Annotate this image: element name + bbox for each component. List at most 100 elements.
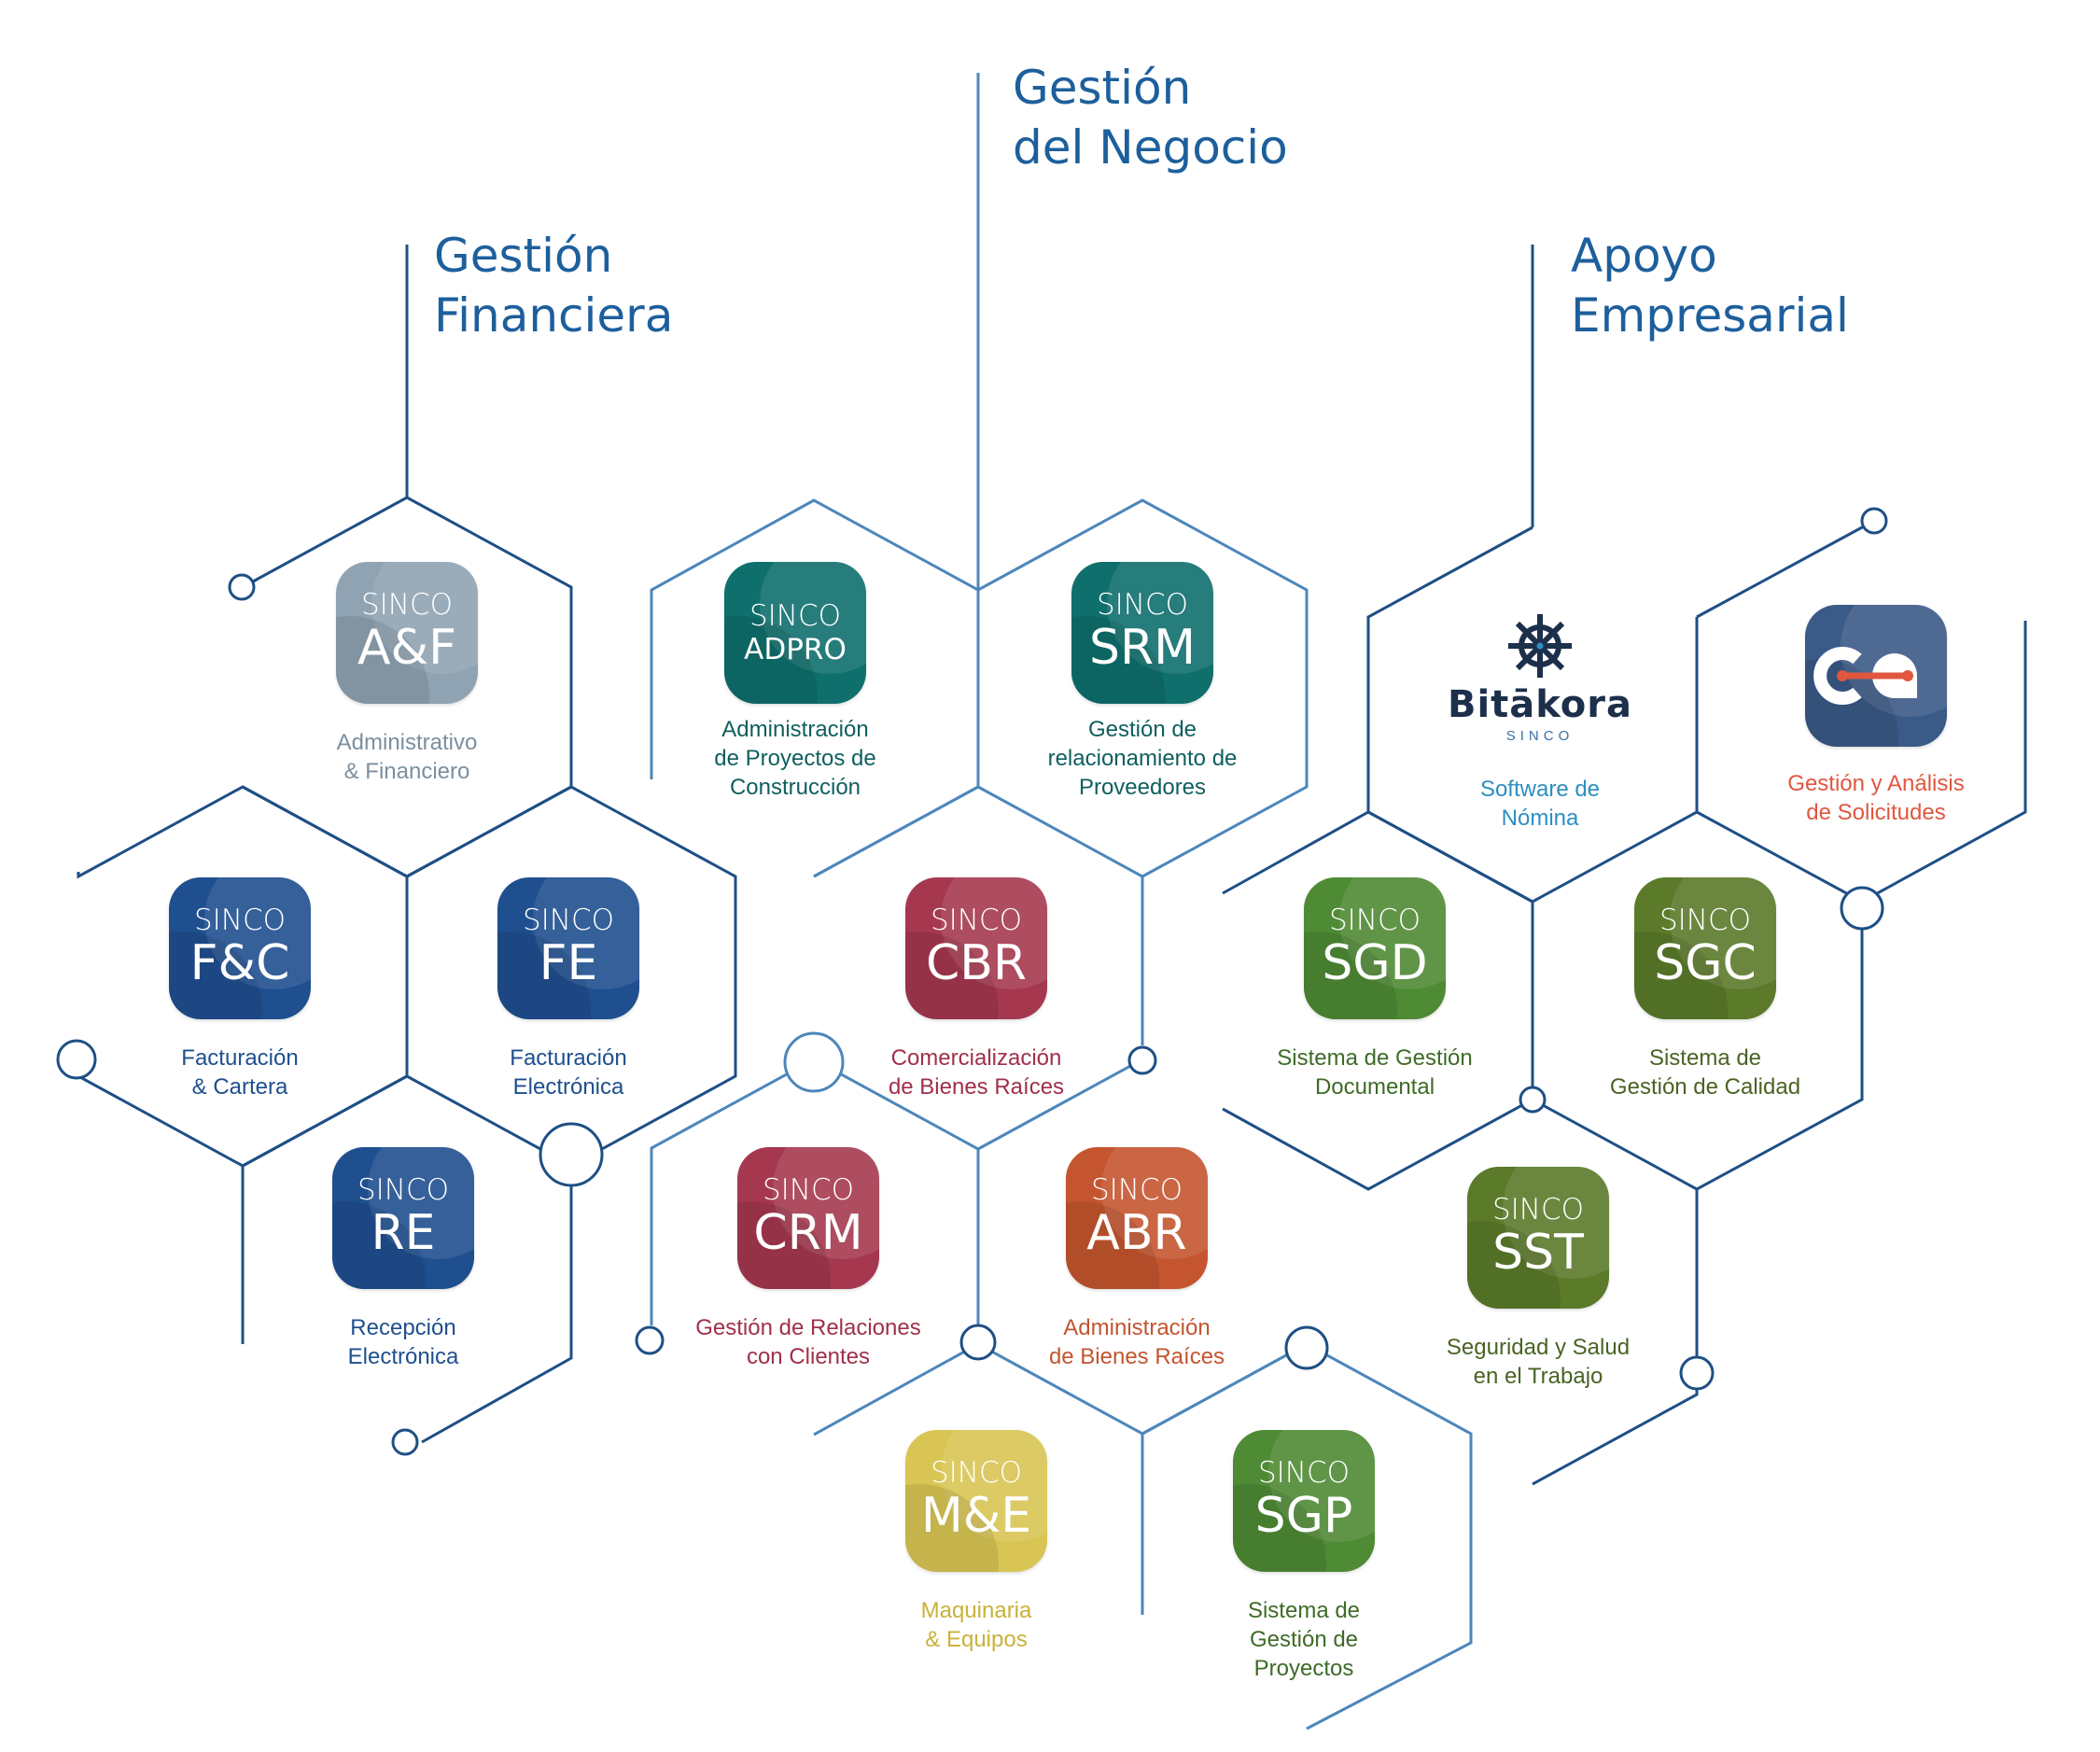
heading-financiera-line1: Gestión [434, 229, 613, 283]
module-me-description: Maquinaria & Equipos [808, 1596, 1144, 1654]
node-me-top [959, 1324, 997, 1361]
node-af-left [228, 573, 256, 601]
module-sgd-desc-line: Documental [1314, 1074, 1435, 1100]
module-fe-description: Facturación Electrónica [400, 1044, 736, 1101]
module-re[interactable]: SINCO RE Recepción Electrónica [235, 1147, 571, 1371]
bitakora-logo: Bitākora SINCO [1437, 612, 1643, 754]
module-ga-description: Gestión y Análisis de Solicitudes [1708, 769, 2044, 827]
module-bitakora-description: Software de Nómina [1372, 775, 1708, 833]
module-sgc[interactable]: SINCO SGC Sistema de Gestión de Calidad [1537, 877, 1873, 1101]
module-ga-desc-line: Gestión y Análisis [1787, 771, 1965, 796]
module-adpro-icon: SINCO ADPRO [724, 562, 866, 704]
module-sst[interactable]: SINCO SST Seguridad y Salud en el Trabaj… [1370, 1167, 1706, 1391]
hex-ga [1696, 519, 1875, 619]
module-adpro[interactable]: SINCO ADPRO Administración de Proyectos … [627, 562, 963, 802]
module-sgp[interactable]: SINCO SGP Sistema de Gestión de Proyecto… [1136, 1430, 1472, 1683]
module-cbr-desc-line: Comercialización [890, 1045, 1062, 1071]
hex-sgp [1141, 1342, 1473, 1731]
hex-cbr [977, 785, 1144, 1045]
module-re-desc-line: Electrónica [347, 1344, 459, 1369]
module-af-brand: SINCO [360, 588, 454, 622]
module-abr-brand: SINCO [1090, 1173, 1183, 1207]
module-sgc-icon: SINCO SGC [1634, 877, 1776, 1019]
negocio-network [650, 73, 1473, 1731]
module-adpro-desc-line: de Proyectos de [714, 746, 876, 771]
node-crm-top [783, 1031, 845, 1093]
module-sgp-desc-line: Proyectos [1253, 1656, 1354, 1681]
module-srm-desc-line: relacionamiento de [1047, 746, 1238, 771]
module-sgc-desc-line: Sistema de [1648, 1045, 1762, 1071]
node-ga-bottom [1840, 886, 1884, 931]
hex-me [813, 1342, 979, 1437]
module-bitakora-desc-line: Nómina [1501, 806, 1579, 831]
module-adpro-description: Administración de Proyectos de Construcc… [627, 715, 963, 802]
hex-srm [977, 498, 1309, 878]
module-fc-description: Facturación & Cartera [72, 1044, 408, 1101]
bitakora-wordmark: Bitākora [1447, 683, 1633, 726]
module-fe[interactable]: SINCO FE Facturación Electrónica [400, 877, 736, 1101]
heading-gestion-financiera: Gestión Financiera [434, 226, 673, 345]
module-crm[interactable]: SINCO CRM Gestión de Relaciones con Clie… [640, 1147, 976, 1371]
module-re-icon: SINCO RE [332, 1147, 474, 1289]
module-sgp-code: SGP [1254, 1488, 1353, 1544]
hex-sst [1532, 1189, 1699, 1486]
module-af-code: A&F [357, 620, 457, 676]
module-adpro-desc-line: Construcción [729, 775, 861, 800]
module-cbr[interactable]: SINCO CBR Comercialización de Bienes Raí… [808, 877, 1144, 1101]
module-crm-brand: SINCO [762, 1173, 855, 1207]
module-af[interactable]: SINCO A&F Administrativo & Financiero [239, 562, 575, 786]
module-me-brand: SINCO [930, 1456, 1023, 1490]
module-me-desc-line: Maquinaria [920, 1598, 1032, 1623]
module-fe-icon: SINCO FE [497, 877, 639, 1019]
module-sgd[interactable]: SINCO SGD Sistema de Gestión Documental [1207, 877, 1543, 1101]
hex-cbr-left [813, 785, 979, 878]
module-sgc-description: Sistema de Gestión de Calidad [1537, 1044, 1873, 1101]
module-sgd-code: SGD [1322, 935, 1428, 991]
module-crm-desc-line: Gestión de Relaciones [695, 1315, 921, 1340]
module-srm[interactable]: SINCO SRM Gestión de relacionamiento de … [974, 562, 1310, 802]
module-adpro-code: ADPRO [744, 633, 847, 666]
hex-abr [977, 1058, 1143, 1151]
module-fe-code: FE [539, 935, 598, 991]
module-fc-brand: SINCO [193, 904, 287, 937]
module-srm-desc-line: Proveedores [1078, 775, 1207, 800]
bitakora-subtitle: SINCO [1505, 728, 1575, 744]
module-crm-code: CRM [753, 1205, 863, 1261]
heading-negocio-line2: del Negocio [1013, 120, 1288, 175]
module-ga[interactable]: Gestión y Análisis de Solicitudes [1708, 605, 2044, 827]
module-fc[interactable]: SINCO F&C Facturación & Cartera [72, 877, 408, 1101]
module-cbr-desc-line: de Bienes Raíces [888, 1074, 1065, 1100]
module-sst-icon: SINCO SST [1467, 1167, 1609, 1309]
node-fc-left [56, 1039, 97, 1080]
module-sgp-icon: SINCO SGP [1233, 1430, 1375, 1572]
node-ga-top [1860, 507, 1888, 535]
module-ga-icon [1805, 605, 1947, 747]
module-sgc-code: SGC [1654, 935, 1757, 991]
node-sst-right [1679, 1355, 1715, 1391]
module-sst-code: SST [1492, 1225, 1584, 1281]
module-re-description: Recepción Electrónica [235, 1313, 571, 1371]
module-bitakora[interactable]: Bitākora SINCO Software de Nómina [1372, 612, 1708, 833]
node-sgp-top [1284, 1325, 1329, 1370]
module-sgd-brand: SINCO [1328, 904, 1421, 937]
module-sgd-desc-line: Sistema de Gestión [1277, 1045, 1473, 1071]
hex-fe [406, 785, 737, 1168]
hex-sgc [1532, 902, 1864, 1191]
module-cbr-icon: SINCO CBR [905, 877, 1047, 1019]
module-crm-icon: SINCO CRM [737, 1147, 879, 1289]
module-srm-code: SRM [1088, 620, 1196, 676]
node-crm-left [635, 1325, 665, 1355]
module-abr-icon: SINCO ABR [1066, 1147, 1208, 1289]
module-ga-desc-line: de Solicitudes [1806, 800, 1946, 825]
module-crm-desc-line: con Clientes [746, 1344, 871, 1369]
module-abr-desc-line: Administración [1063, 1315, 1211, 1340]
module-cbr-brand: SINCO [930, 904, 1023, 937]
module-fc-code: F&C [189, 935, 290, 991]
module-sgd-description: Sistema de Gestión Documental [1207, 1044, 1543, 1101]
node-fe-re [539, 1122, 604, 1187]
module-me[interactable]: SINCO M&E Maquinaria & Equipos [808, 1430, 1144, 1654]
apoyo-network [1222, 245, 2027, 1486]
heading-negocio-line1: Gestión [1013, 61, 1192, 115]
heading-gestion-negocio: Gestión del Negocio [1013, 58, 1288, 177]
module-abr[interactable]: SINCO ABR Administración de Bienes Raíce… [969, 1147, 1305, 1371]
